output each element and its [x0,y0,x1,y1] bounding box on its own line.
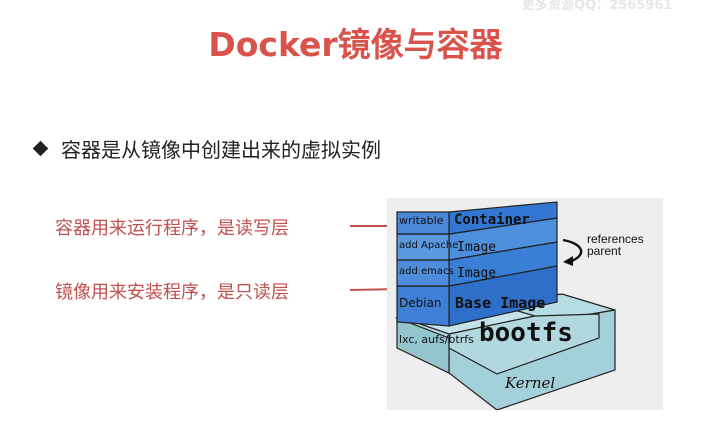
slide-title: Docker镜像与容器 [208,25,503,64]
layers-drawing [394,201,616,410]
kernel-layer-side [396,317,450,374]
label-add-emacs: add emacs [399,266,454,277]
label-bootfs: bootfs [479,318,573,348]
references-parent-arrowhead [563,256,573,266]
label-writable: writable [399,214,444,227]
label-lxc: lxc, aufs/btrfs [399,333,474,346]
label-image-1: Image [457,240,497,255]
diamond-bullet-icon [32,140,49,156]
annotation-image: 镜像用来安装程序，是只读层 [55,282,289,303]
bullet-text: 容器是从镜像中创建出来的虚拟实例 [61,137,381,162]
label-debian: Debian [399,296,442,310]
label-container: Container [454,212,530,228]
annotation-container: 容器用来运行程序，是读写层 [55,218,289,239]
label-base-image: Base Image [455,294,546,312]
bootfs-layer-front [448,313,600,375]
label-kernel: Kernel [505,374,556,392]
label-parent: parent [587,244,622,258]
container-side [396,211,450,235]
watermark: 更多资源QQ：2565961 [522,0,673,13]
bullet-item: 容器是从镜像中创建出来的虚拟实例 [32,133,381,163]
references-parent-text: references parent [587,233,644,257]
docker-layers-diagram: writable add Apache add emacs Debian lxc… [387,198,663,410]
label-add-apache: add Apache [399,240,459,251]
label-references: references [587,232,644,246]
label-image-2: Image [457,266,497,281]
